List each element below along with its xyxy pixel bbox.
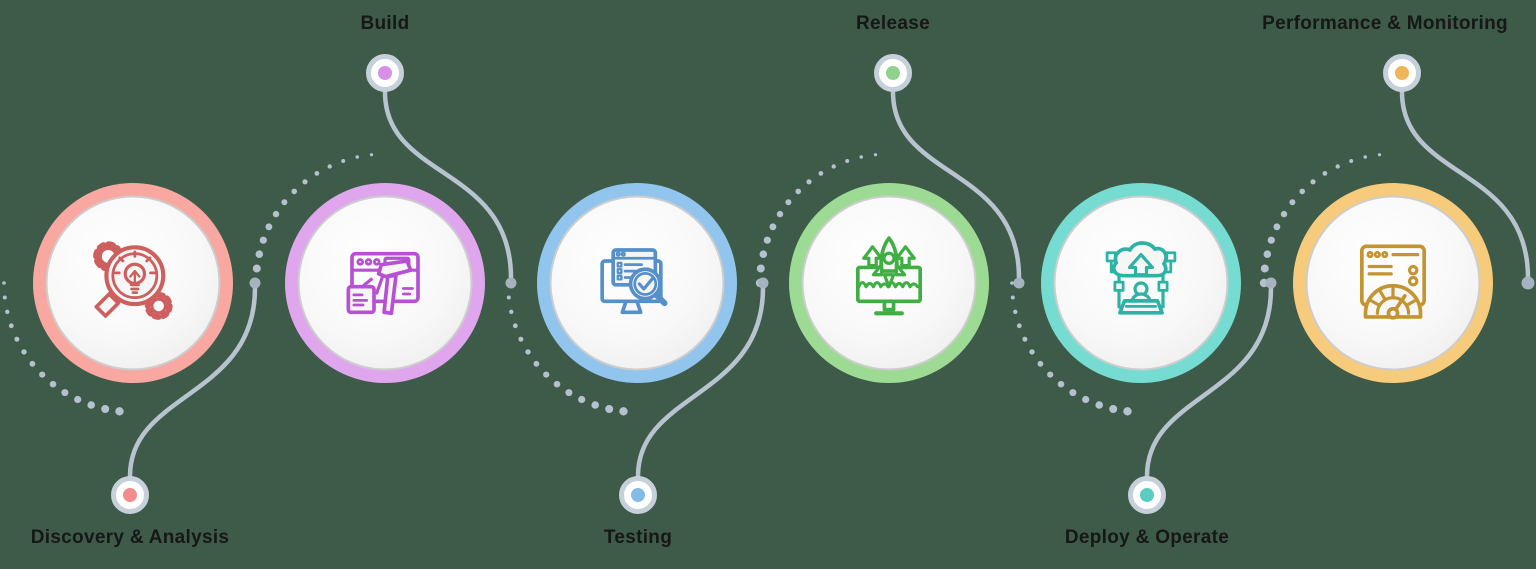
junction-dot-release bbox=[1013, 277, 1025, 289]
junction-dot-build bbox=[505, 277, 517, 289]
stage-deploy bbox=[1041, 183, 1241, 383]
milestone-dot-testing bbox=[619, 476, 657, 514]
milestone-markers bbox=[111, 54, 1535, 514]
stage-label-release: Release bbox=[856, 13, 930, 34]
junction-dot-discovery bbox=[249, 277, 261, 289]
stage-label-testing: Testing bbox=[603, 527, 673, 548]
stage-discovery bbox=[33, 183, 233, 383]
connector-line-performance bbox=[1399, 89, 1531, 281]
connector-line-testing bbox=[635, 285, 766, 479]
stage-label-discovery: Discovery & Analysis bbox=[30, 527, 230, 548]
milestone-dot-performance bbox=[1383, 54, 1421, 92]
stage-release bbox=[789, 183, 989, 383]
dotted-arc-discovery bbox=[2, 281, 124, 416]
stage-disc-build bbox=[297, 195, 473, 371]
stage-testing bbox=[537, 183, 737, 383]
stage-label-performance: Performance & Monitoring bbox=[1262, 13, 1508, 34]
stage-label-deploy: Deploy & Operate bbox=[1064, 527, 1230, 548]
junction-dot-deploy bbox=[1265, 277, 1277, 289]
junction-dot-performance bbox=[1521, 276, 1535, 290]
stage-disc-performance bbox=[1305, 195, 1481, 371]
monitor-magnifier-check-icon bbox=[602, 250, 664, 312]
connector-line-discovery bbox=[127, 285, 258, 479]
junction-dot-testing bbox=[757, 277, 769, 289]
milestone-dot-deploy bbox=[1128, 476, 1166, 514]
milestone-dot-release bbox=[874, 54, 912, 92]
stage-performance bbox=[1293, 183, 1493, 383]
connector-line-deploy bbox=[1144, 285, 1274, 479]
milestone-dot-discovery bbox=[111, 476, 149, 514]
milestone-dot-build bbox=[366, 54, 404, 92]
dotted-arc-deploy bbox=[1010, 281, 1132, 416]
connector-lines bbox=[127, 89, 1531, 479]
dotted-arcs bbox=[2, 153, 1382, 416]
connector-line-build bbox=[382, 89, 514, 281]
connector-line-release bbox=[890, 89, 1022, 281]
stage-circles bbox=[33, 183, 1493, 383]
dotted-arc-testing bbox=[506, 281, 628, 416]
stage-label-build: Build bbox=[360, 13, 410, 34]
stage-build bbox=[285, 183, 485, 383]
